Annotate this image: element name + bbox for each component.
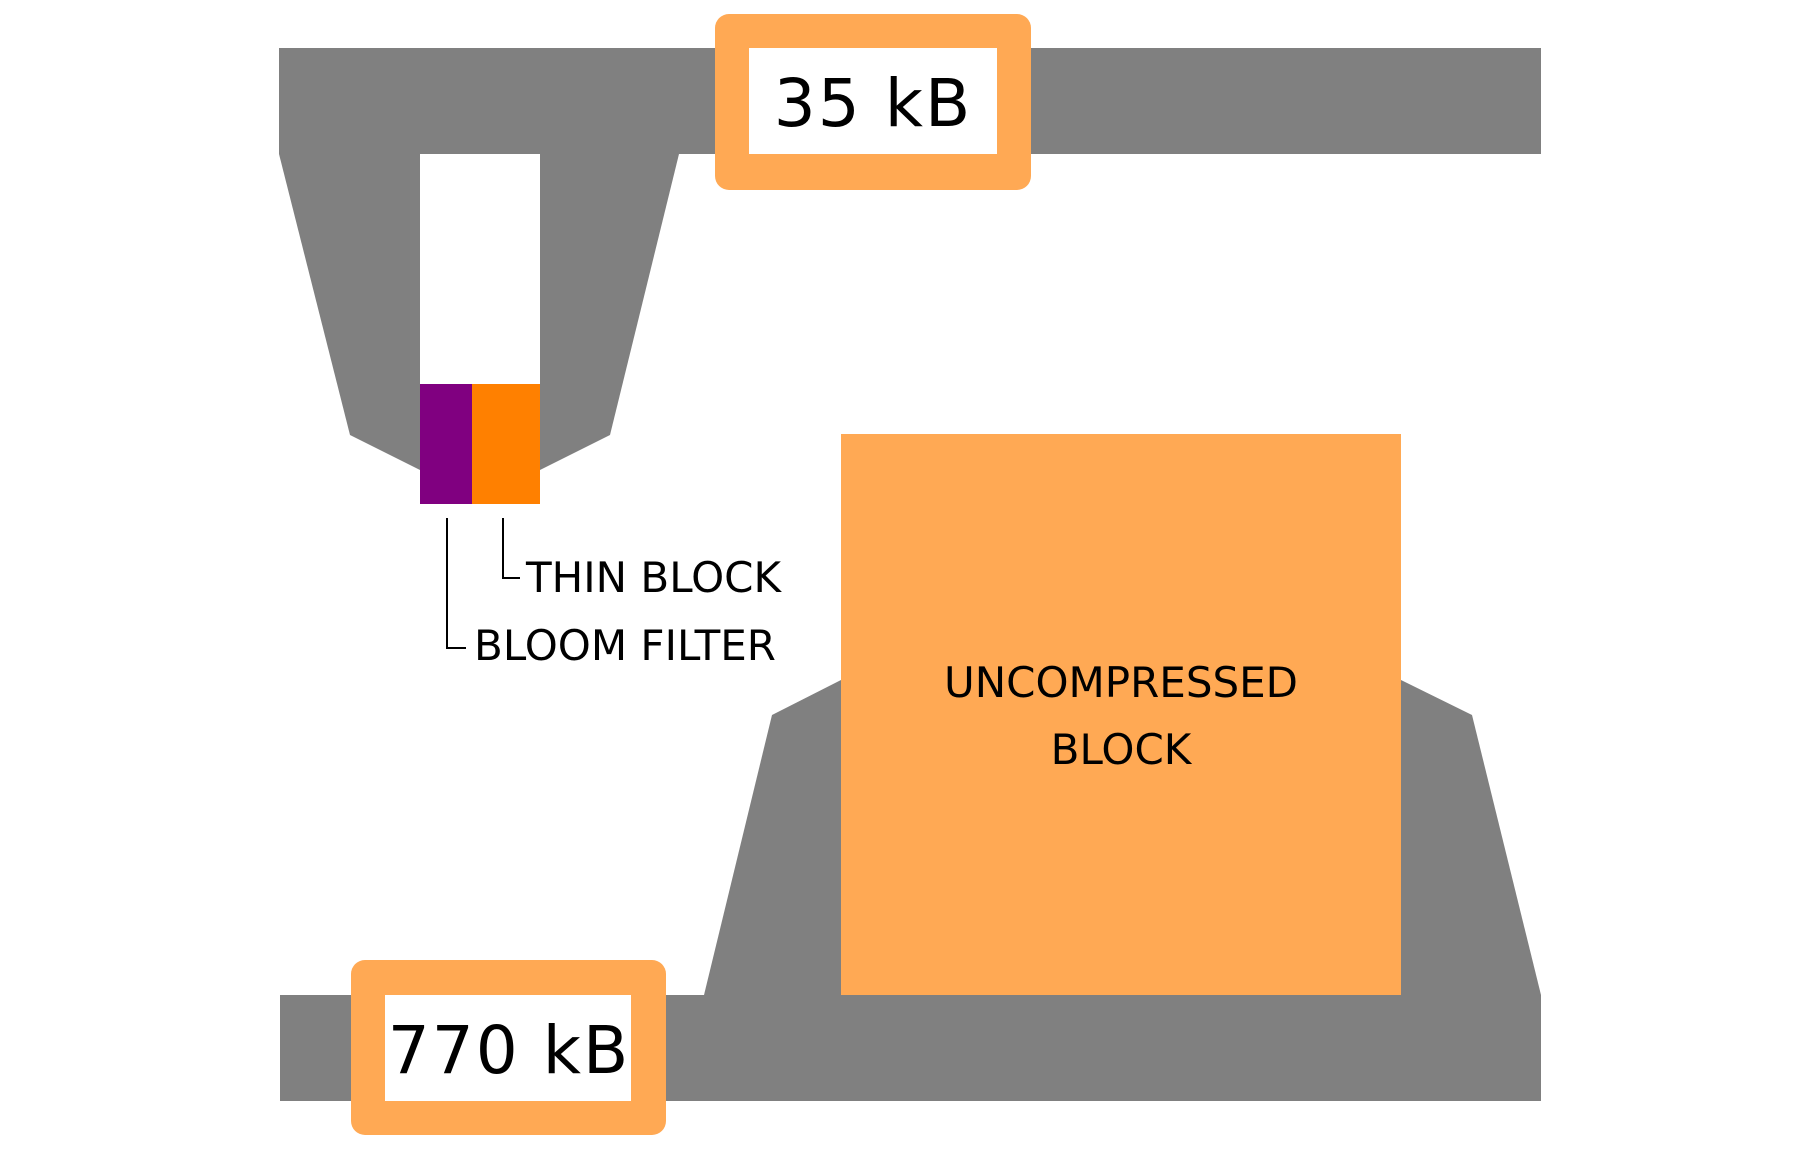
bloom-filter-label: BLOOM FILTER <box>474 621 776 670</box>
top-size-badge-inner <box>749 48 997 154</box>
bloom-filter-segment <box>420 384 472 504</box>
uncompressed-block <box>841 434 1401 995</box>
thin-block-segment <box>472 384 540 504</box>
thin-block-leader <box>502 518 520 579</box>
top-size-label: 35 kB <box>774 65 972 142</box>
uncompressed-block-label-line2: BLOCK <box>1051 725 1193 774</box>
bottom-funnel-left <box>704 680 841 995</box>
bottom-size-badge-inner <box>385 995 631 1101</box>
thin-block-label: THIN BLOCK <box>525 553 782 602</box>
bottom-size-label: 770 kB <box>388 1012 630 1089</box>
top-funnel-left <box>279 154 420 470</box>
uncompressed-block-label-line1: UNCOMPRESSED <box>944 658 1298 707</box>
bottom-funnel-right <box>1401 680 1541 995</box>
top-funnel-right <box>540 154 679 470</box>
bloom-filter-leader <box>446 518 466 649</box>
